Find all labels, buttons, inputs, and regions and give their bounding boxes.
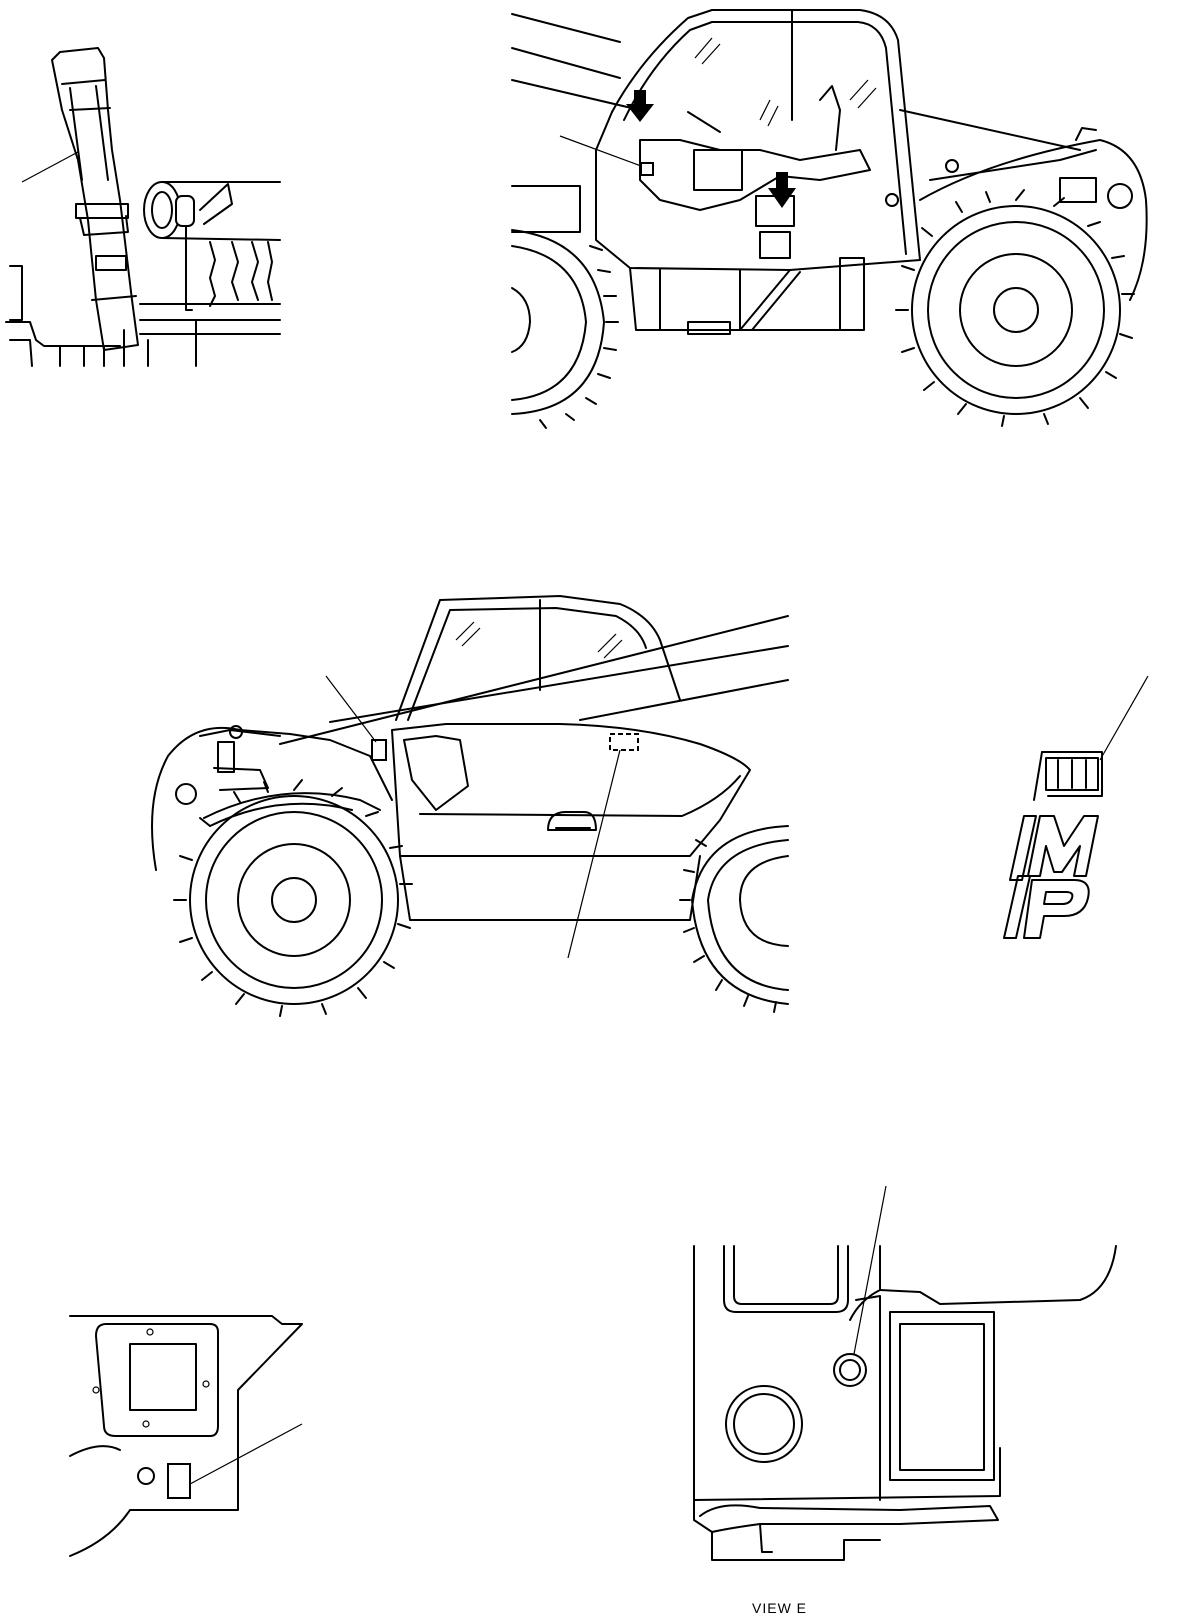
down-arrow-icon bbox=[768, 172, 796, 208]
leader-line bbox=[567, 749, 621, 959]
down-arrow-icon bbox=[626, 90, 654, 122]
leader-line bbox=[1099, 675, 1149, 761]
hidden-label-marker bbox=[609, 733, 639, 751]
tire-tread bbox=[173, 779, 413, 1017]
counterweight-label-marker bbox=[833, 1353, 867, 1387]
view-logo-detail bbox=[1003, 675, 1149, 939]
leader-line bbox=[21, 151, 79, 183]
view-rear-panel bbox=[69, 1315, 303, 1557]
leader-line bbox=[853, 1185, 887, 1355]
view-cab-interior bbox=[511, 9, 1148, 429]
logo-letter-m bbox=[1027, 815, 1099, 877]
view-machine-left-side bbox=[151, 595, 789, 1017]
cab-label-marker bbox=[371, 739, 387, 761]
leader-line bbox=[189, 1423, 303, 1485]
cab-label-marker bbox=[640, 162, 654, 176]
rear-label-marker bbox=[167, 1463, 191, 1499]
view-exhaust-stack bbox=[5, 47, 281, 367]
figure-caption: VIEW E bbox=[752, 1600, 808, 1616]
leader-line bbox=[559, 135, 642, 167]
stack-label-marker bbox=[95, 255, 127, 271]
door-handle bbox=[547, 811, 597, 831]
leader-line bbox=[325, 675, 377, 743]
view-counterweight-rear bbox=[693, 1185, 1117, 1561]
tire-tread bbox=[895, 189, 1135, 427]
logo-letter-p bbox=[1023, 879, 1090, 939]
